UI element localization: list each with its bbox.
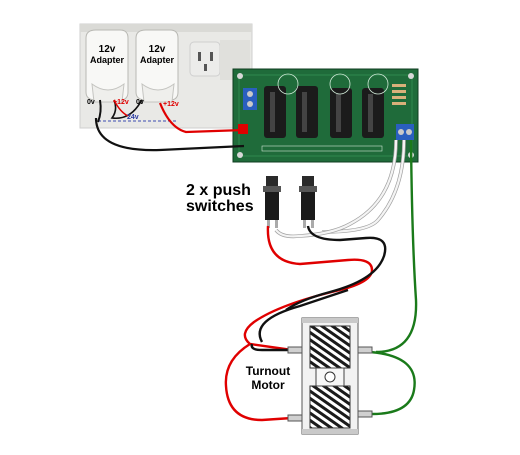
resistor-bank	[392, 84, 406, 105]
turnout-motor	[287, 317, 373, 435]
wire-green	[369, 139, 418, 416]
wire-red-switch	[243, 225, 374, 352]
capacitor	[264, 86, 286, 138]
adapter-left-name: Adapter	[89, 55, 124, 65]
motor-label-line1: Turnout	[245, 364, 291, 378]
total-voltage-label: 24v	[127, 114, 139, 121]
push-switch-left	[263, 176, 281, 228]
switch-label: 2 x push switches	[186, 183, 254, 215]
adapter-right	[135, 29, 179, 103]
terminal-block-left	[243, 88, 257, 110]
power-outlet	[189, 41, 221, 77]
capacitor	[362, 88, 384, 138]
left-0v-label: 0v	[87, 99, 95, 106]
adapter-right-name: Adapter	[139, 55, 174, 65]
capacitor	[330, 88, 352, 138]
capacitor	[296, 86, 318, 138]
wire-black-supply	[94, 117, 245, 152]
motor-label-line2: Motor	[251, 378, 285, 392]
right-plus-label: +12v	[163, 101, 179, 108]
switch-label-line1: 2 x push	[186, 182, 251, 199]
pcb-board	[232, 68, 419, 163]
terminal-block-right	[396, 124, 414, 140]
adapter-left-voltage: 12v	[98, 44, 116, 55]
motor-label: Turnout Motor	[238, 364, 298, 392]
adapter-right-voltage: 12v	[148, 44, 166, 55]
adapter-left-label: 12v Adapter	[87, 44, 127, 66]
right-0v-label: 0v	[136, 99, 144, 106]
wire-red-supply	[158, 102, 245, 134]
adapter-left	[85, 29, 129, 103]
switch-label-line2: switches	[186, 198, 254, 215]
adapter-right-label: 12v Adapter	[137, 44, 177, 66]
wire-black-switch	[285, 225, 387, 311]
left-plus-label: +12v	[113, 99, 129, 106]
push-switch-right	[299, 176, 317, 228]
